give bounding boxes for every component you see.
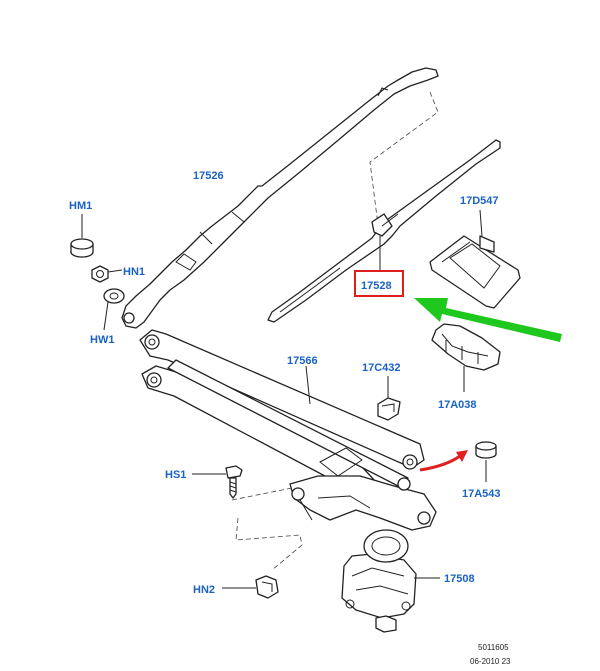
highlight-box [354, 270, 404, 297]
label-clip-nut: HN2 [193, 584, 215, 596]
wiper-arm-part[interactable] [121, 67, 439, 329]
red-arrow [419, 450, 468, 472]
label-wiper-blade: 17528 [361, 280, 392, 292]
dashed-leaders [231, 91, 439, 571]
nut-part[interactable] [91, 265, 123, 283]
label-linkage: 17566 [287, 355, 318, 367]
motor-part[interactable] [341, 529, 440, 633]
clip-nut-part[interactable] [222, 575, 279, 599]
cap-right-part[interactable] [475, 441, 497, 482]
screw-part[interactable] [192, 465, 243, 499]
green-arrow [414, 298, 562, 342]
footer-date: 06-2010 23 [470, 657, 511, 666]
wiper-blade-part[interactable] [267, 139, 501, 323]
label-motor: 17508 [444, 573, 475, 585]
cover-part[interactable] [429, 209, 521, 309]
label-wiper-arm: 17526 [193, 170, 224, 182]
label-nut: HN1 [123, 266, 145, 278]
linkage-part[interactable] [139, 329, 437, 531]
footer-code: 5011605 [478, 643, 509, 652]
cap-top-part[interactable] [70, 214, 94, 258]
washer-part[interactable] [103, 288, 125, 331]
label-cap-right: 17A543 [462, 488, 501, 500]
label-clip: 17A038 [438, 399, 477, 411]
label-cap-top: HM1 [69, 200, 92, 212]
label-cover: 17D547 [460, 195, 499, 207]
grommet-part[interactable] [377, 376, 401, 421]
label-washer: HW1 [90, 334, 114, 346]
clip-part[interactable] [431, 323, 501, 392]
label-grommet: 17C432 [362, 362, 401, 374]
label-screw: HS1 [165, 469, 186, 481]
